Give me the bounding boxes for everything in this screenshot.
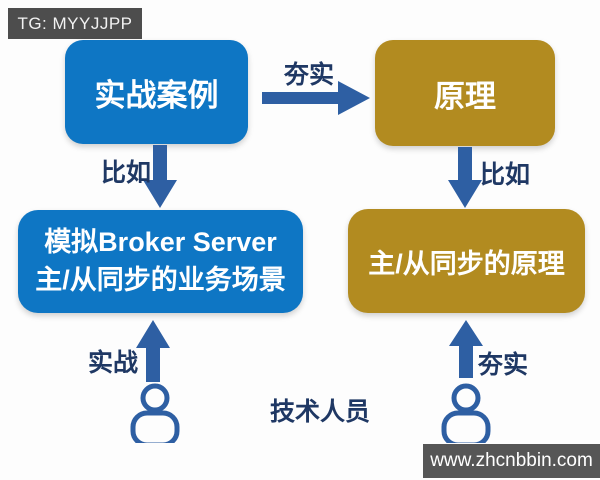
arrow-down-right-icon (447, 147, 483, 209)
edge-label-consolidate-top: 夯实 (284, 61, 335, 89)
arrow-down-left-icon (142, 145, 178, 209)
node-sync-principle-label: 主/从同步的原理 (368, 248, 565, 279)
actors-label: 技术人员 (270, 398, 371, 426)
node-practice-case-label: 实战案例 (94, 77, 219, 113)
node-practice-case: 实战案例 (65, 40, 248, 144)
website-watermark-bar: www.zhcnbbin.com (423, 444, 600, 478)
tg-watermark-badge: TG: MYYJJPP (8, 8, 142, 39)
node-principle-label: 原理 (434, 78, 496, 114)
person-icon-right (440, 383, 492, 443)
edge-label-example-left: 比如 (101, 159, 152, 187)
node-sync-principle: 主/从同步的原理 (348, 209, 585, 313)
arrow-right-icon (262, 80, 370, 116)
edge-label-consolidate-bottom: 夯实 (478, 351, 529, 379)
edge-label-practice-bottom: 实战 (88, 349, 139, 377)
edge-label-example-right: 比如 (480, 161, 531, 189)
node-principle: 原理 (375, 40, 555, 146)
node-broker-scenario-line1: 模拟Broker Server (44, 227, 277, 258)
person-icon-left (129, 383, 181, 443)
node-broker-scenario-line2: 主/从同步的业务场景 (35, 264, 286, 295)
arrow-up-left-icon (135, 320, 171, 382)
arrow-up-right-icon (448, 320, 484, 378)
node-broker-scenario: 模拟Broker Server 主/从同步的业务场景 (18, 210, 303, 313)
